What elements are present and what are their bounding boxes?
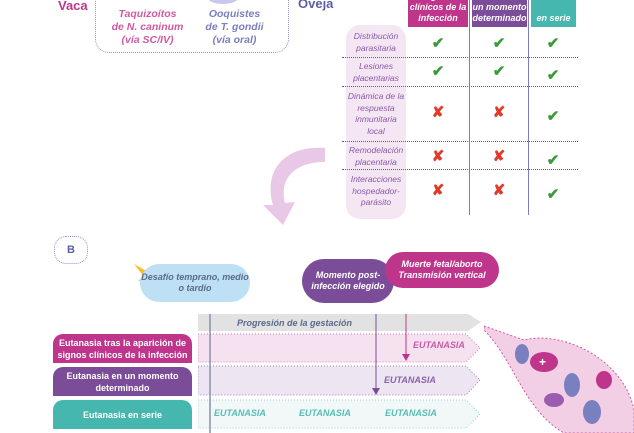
check-icon: ✔ xyxy=(546,186,560,203)
row-clinical: Eutanasia tras la aparición de signos cl… xyxy=(53,334,192,363)
panel-b-label: B xyxy=(54,236,88,264)
check-icon: ✔ xyxy=(492,63,506,80)
row-label: Interacciones hospedador-parásito xyxy=(350,174,402,207)
row-label: Lesiones placentarias xyxy=(353,61,399,83)
curved-arrow-icon xyxy=(263,147,325,225)
check-icon: ✔ xyxy=(546,35,560,52)
bubble-challenge: Desafío temprano, medio o tardío xyxy=(140,264,250,302)
text: Ooquistes xyxy=(208,8,261,20)
check-icon: ✔ xyxy=(431,35,445,52)
text: de T. gondii xyxy=(205,21,264,33)
placenta-illustration: + xyxy=(484,325,634,433)
row-label: Distribución parasitaria xyxy=(353,31,399,53)
eutanasia-label: EUTANASIA xyxy=(413,340,465,350)
text: de N. caninum xyxy=(111,21,184,33)
eutanasia-label: EUTANASIA xyxy=(385,408,437,418)
row-serial: Eutanasia en serie xyxy=(53,400,192,429)
divider xyxy=(469,0,470,215)
cross-icon: ✘ xyxy=(492,104,506,121)
check-icon: ✔ xyxy=(546,67,560,84)
divider xyxy=(342,169,578,170)
check-icon: ✔ xyxy=(492,35,506,52)
check-icon: ✔ xyxy=(546,152,560,169)
check-icon: ✔ xyxy=(546,108,560,125)
cross-icon: ✘ xyxy=(431,182,445,199)
text: (vía oral) xyxy=(212,34,257,46)
eutanasia-label: EUTANASIA xyxy=(214,408,266,418)
progress-label: Progresión de la gestación xyxy=(237,318,353,328)
parasite-toxoplasma: Ooquistes de T. gondii (vía oral) xyxy=(192,8,277,47)
text: (vía SC/IV) xyxy=(121,34,174,46)
divider xyxy=(528,0,529,215)
row-label: Dinámica de la respuesta inmunitaria loc… xyxy=(347,91,405,136)
row-label: Remodelación placentaria xyxy=(348,145,404,167)
divider xyxy=(342,57,578,58)
header-clinical: signos clínicos de la infección xyxy=(408,0,468,27)
bubble-death: Muerte fetal/aborto Transmisión vertical xyxy=(385,252,499,288)
parasite-box xyxy=(95,0,289,53)
cross-icon: ✘ xyxy=(492,182,506,199)
eutanasia-label: EUTANASIA xyxy=(384,375,436,385)
divider xyxy=(342,141,578,142)
timeline xyxy=(198,314,481,433)
cross-icon: ✘ xyxy=(431,148,445,165)
header-moment: un momento determinado xyxy=(472,0,527,27)
oveja-label: Oveja xyxy=(298,0,334,11)
vaca-label: Vaca xyxy=(58,0,88,13)
check-icon: ✔ xyxy=(431,63,445,80)
row-moment: Eutanasia en un momento determinado xyxy=(53,367,192,396)
divider xyxy=(342,86,578,87)
header-serial: en serie xyxy=(531,0,576,27)
cross-icon: ✘ xyxy=(492,148,506,165)
text: Taquizoítos xyxy=(118,8,177,20)
eutanasia-label: EUTANASIA xyxy=(299,408,351,418)
cross-icon: ✘ xyxy=(431,104,445,121)
parasite-neospora: Taquizoítos de N. caninum (vía SC/IV) xyxy=(105,8,190,47)
bubble-moment: Momento post-infección elegido xyxy=(302,259,394,303)
oocyst-icon xyxy=(208,0,238,4)
svg-text:+: + xyxy=(539,355,546,369)
